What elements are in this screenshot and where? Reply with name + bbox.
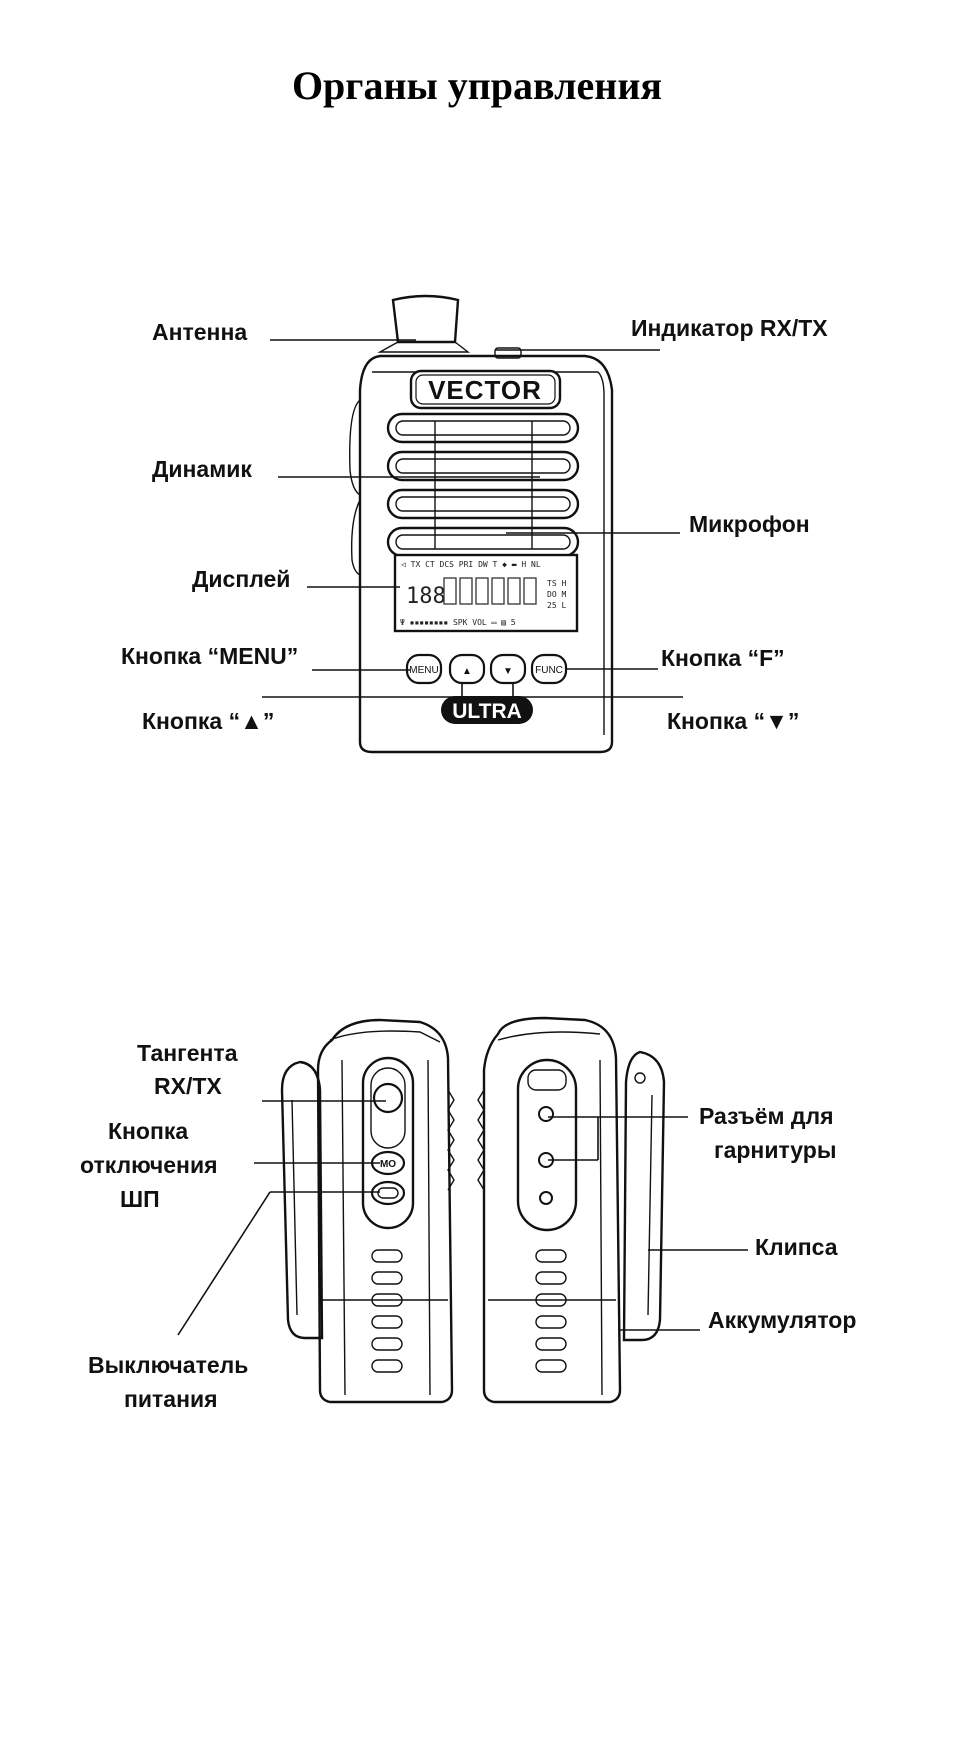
right-grip-ridges [535, 1249, 567, 1373]
right-clip [622, 1050, 666, 1342]
left-body [316, 1018, 454, 1404]
power-switch[interactable] [370, 1180, 406, 1206]
svg-text:25 L: 25 L [547, 601, 566, 610]
lcd-display: ◁ TX CT DCS PRI DW T ◆ ▬ H NL 188 TS H D… [393, 553, 579, 633]
svg-text:▲: ▲ [462, 666, 472, 677]
label-down-button: Кнопка “▼” [667, 708, 799, 734]
left-clip [280, 1060, 324, 1340]
label-headset-line2: гарнитуры [714, 1137, 836, 1163]
brand-plate [409, 369, 562, 410]
svg-text:◁ TX CT DCS PRI DW T ◆ ▬ H NL: ◁ TX CT DCS PRI DW T ◆ ▬ H NL [401, 560, 541, 569]
lcd-digits: 188 [406, 584, 446, 609]
label-up-button: Кнопка “▲” [142, 708, 274, 734]
keypad: MENU ▲ ▼ FUNC [405, 653, 568, 685]
radio-front-view: VECTOR ◁ TX CT DCS PRI DW T ◆ ▬ H NL 188 [349, 294, 614, 754]
svg-text:MENU: MENU [409, 665, 438, 676]
svg-text:▼: ▼ [503, 666, 513, 677]
label-power-line2: питания [124, 1386, 218, 1412]
page-title: Органы управления [291, 63, 663, 108]
down-button[interactable] [489, 653, 527, 685]
side-button-panel [361, 1056, 415, 1230]
label-microphone: Микрофон [689, 511, 810, 537]
indicator-led [494, 347, 522, 359]
label-ptt-line1: Тангента [137, 1040, 238, 1066]
label-indicator: Индикатор RX/TX [631, 315, 828, 341]
label-menu-button: Кнопка “MENU” [121, 643, 298, 669]
radio-right-side-view [477, 1016, 666, 1404]
label-ptt-line2: RX/TX [154, 1073, 222, 1099]
label-antenna: Антенна [152, 319, 247, 345]
antenna-drawing [391, 294, 460, 344]
brand-logo: VECTOR [428, 375, 542, 405]
label-power-line1: Выключатель [88, 1352, 248, 1378]
svg-text:FUNC: FUNC [535, 665, 563, 676]
left-grip-ridges [371, 1249, 403, 1373]
svg-text:TS H: TS H [547, 579, 566, 588]
right-body [482, 1016, 622, 1404]
label-squelch-line1: Кнопка [108, 1118, 188, 1144]
side-labels: Тангента RX/TX Кнопка отключения ШП Выкл… [80, 1040, 856, 1412]
label-battery: Аккумулятор [708, 1307, 856, 1333]
label-squelch-line3: ШП [120, 1186, 160, 1212]
svg-text:ULTRA: ULTRA [452, 700, 522, 723]
model-badge [441, 696, 533, 724]
front-leader-lines [262, 339, 683, 698]
svg-text:DO M: DO M [547, 590, 566, 599]
svg-text:MO: MO [380, 1159, 396, 1170]
label-f-button: Кнопка “F” [661, 645, 785, 671]
speaker-grille [386, 412, 580, 558]
label-squelch-line2: отключения [80, 1152, 218, 1178]
label-headset-line1: Разъём для [699, 1103, 834, 1129]
svg-text:Ψ ▪▪▪▪▪▪▪▪ SPK VOL ▭ ▤ 5: Ψ ▪▪▪▪▪▪▪▪ SPK VOL ▭ ▤ 5 [400, 618, 516, 627]
label-speaker: Динамик [152, 456, 252, 482]
radio-body [358, 354, 614, 754]
menu-button[interactable] [405, 653, 443, 685]
label-clip: Клипса [755, 1234, 838, 1260]
ptt-button[interactable] [372, 1082, 404, 1114]
label-display: Дисплей [192, 566, 290, 592]
headset-jack-panel [516, 1058, 578, 1232]
front-labels: Антенна Индикатор RX/TX Динамик Микрофон… [121, 315, 828, 734]
side-leader-lines [177, 1100, 748, 1336]
headset-jack-top[interactable] [538, 1106, 554, 1122]
radio-left-side-view: MO [280, 1018, 455, 1404]
up-button[interactable] [448, 653, 486, 685]
